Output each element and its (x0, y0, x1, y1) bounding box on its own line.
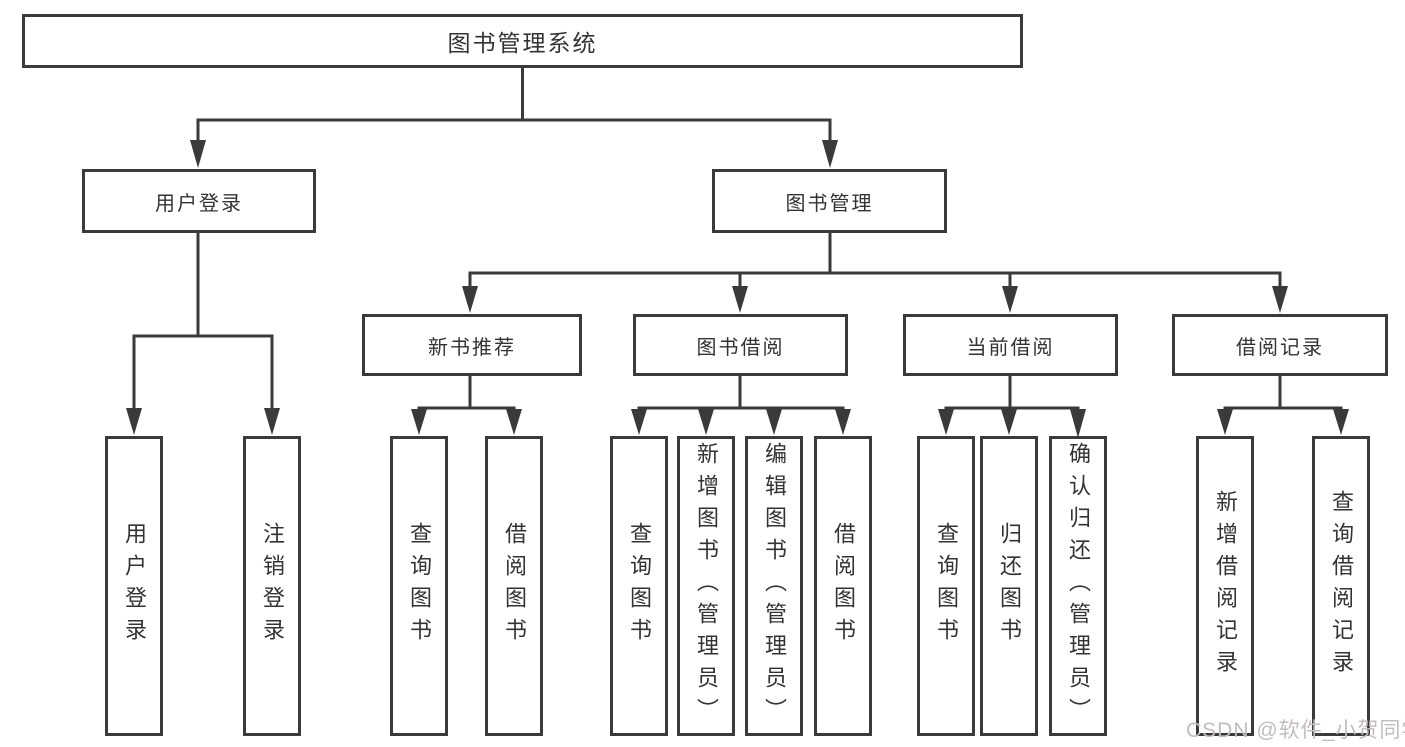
connector-root-to-level2 (190, 68, 838, 168)
node-leaf-logout: 注销登录 (243, 436, 301, 736)
arrowhead-leaf-borrow-books-2 (835, 409, 851, 435)
node-leaf-query-books-current: 查询图书 (917, 436, 975, 736)
arrowhead-borrowing-records (1272, 286, 1288, 313)
node-label: 新增借阅记录 (1213, 490, 1238, 682)
arrowhead-user-login (190, 140, 206, 168)
node-leaf-add-borrow-record: 新增借阅记录 (1196, 436, 1254, 736)
node-label: 编辑图书（管理员） (762, 442, 787, 730)
node-leaf-query-books-borrowing: 查询图书 (610, 436, 668, 736)
node-leaf-query-borrow-record: 查询借阅记录 (1312, 436, 1370, 736)
arrowhead-leaf-user-login (126, 408, 142, 435)
node-leaf-edit-book-admin: 编辑图书（管理员） (745, 436, 803, 736)
node-label: 注销登录 (260, 522, 285, 650)
arrowhead-leaf-logout (264, 408, 280, 435)
node-leaf-borrow-books: 借阅图书 (814, 436, 872, 736)
node-library-management-system: 图书管理系统 (22, 14, 1023, 68)
node-user-login: 用户登录 (82, 169, 316, 233)
connector-book-management-children (462, 233, 1288, 313)
arrowhead-leaf-add-borrow-record (1217, 409, 1233, 435)
arrowhead-leaf-add-book (698, 409, 714, 435)
node-book-borrowing: 图书借阅 (633, 314, 848, 376)
node-leaf-add-book-admin: 新增图书（管理员） (677, 436, 735, 736)
node-label: 借阅图书 (502, 522, 527, 650)
connector-book-borrowing-children (631, 376, 851, 435)
node-label: 归还图书 (997, 522, 1022, 650)
arrowhead-leaf-query-books-1 (411, 409, 427, 435)
arrowhead-leaf-borrow-books-1 (506, 409, 522, 435)
node-label: 借阅图书 (831, 522, 856, 650)
node-leaf-borrow-books-recommend: 借阅图书 (485, 436, 543, 736)
node-label: 查询图书 (627, 522, 652, 650)
arrowhead-leaf-return-book (1001, 409, 1017, 435)
arrowhead-book-borrowing (732, 286, 748, 313)
node-label: 查询图书 (407, 522, 432, 650)
node-new-book-recommend: 新书推荐 (362, 314, 582, 376)
arrowhead-leaf-query-borrow-record (1333, 409, 1349, 435)
node-current-borrowing: 当前借阅 (903, 314, 1118, 376)
node-label: 用户登录 (155, 192, 243, 215)
node-label: 借阅记录 (1236, 336, 1324, 359)
arrowhead-leaf-edit-book (766, 409, 782, 435)
node-leaf-user-login: 用户登录 (105, 436, 163, 736)
node-leaf-return-book: 归还图书 (980, 436, 1038, 736)
connector-user-login-children (126, 233, 280, 435)
connector-current-borrowing-children (938, 376, 1086, 438)
node-label: 确认归还（管理员） (1066, 442, 1091, 730)
node-label: 图书管理 (785, 192, 874, 215)
csdn-watermark: CSDN @软件_小贺同学 (1186, 719, 1405, 742)
arrowhead-leaf-query-books-3 (938, 409, 954, 435)
node-leaf-confirm-return-admin: 确认归还（管理员） (1049, 436, 1107, 736)
arrowhead-leaf-query-books-2 (631, 409, 647, 435)
node-label: 图书借阅 (696, 336, 785, 359)
arrowhead-book-management (822, 140, 838, 168)
arrowhead-current-borrowing (1002, 286, 1018, 313)
node-label: 查询借阅记录 (1329, 490, 1354, 682)
connector-borrowing-records-children (1217, 376, 1349, 435)
node-leaf-query-books-recommend: 查询图书 (390, 436, 448, 736)
node-label: 新书推荐 (428, 336, 516, 359)
arrowhead-leaf-confirm-return (1070, 409, 1086, 438)
node-label: 用户登录 (122, 522, 147, 650)
node-label: 查询图书 (934, 522, 959, 650)
node-label: 新增图书（管理员） (694, 442, 719, 730)
arrowhead-new-book-recommend (462, 286, 478, 313)
connector-new-book-recommend-children (411, 376, 522, 435)
node-borrowing-records: 借阅记录 (1172, 314, 1388, 376)
node-label: 当前借阅 (966, 336, 1055, 359)
node-book-management: 图书管理 (712, 169, 947, 233)
node-label: 图书管理系统 (447, 30, 598, 56)
